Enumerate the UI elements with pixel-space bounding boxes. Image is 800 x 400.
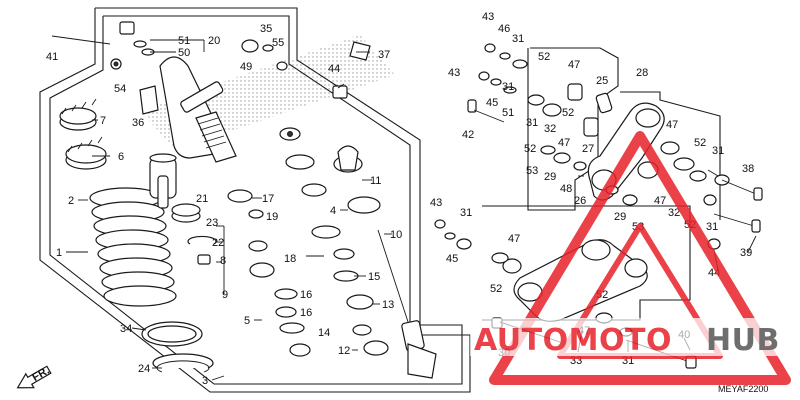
- callout-43c: 43: [430, 197, 442, 209]
- callout-29b: 29: [614, 211, 626, 223]
- callout-12: 12: [338, 345, 350, 357]
- callout-7: 7: [100, 115, 106, 127]
- callout-22: 22: [212, 237, 224, 249]
- bolt-8: [197, 254, 211, 265]
- cylinder-parts: [285, 145, 389, 356]
- callout-42: 42: [462, 129, 474, 141]
- callout-5: 5: [244, 315, 250, 327]
- linkage-small-hardware: [434, 43, 528, 250]
- callout-47a: 47: [568, 59, 580, 71]
- callout-47c: 47: [666, 119, 678, 131]
- callout-51: 51: [178, 35, 190, 47]
- direction-label: FR.: [30, 365, 51, 384]
- callout-23: 23: [206, 217, 218, 229]
- callout-35: 35: [260, 23, 272, 35]
- watermark-text-automoto: AUTOMOTO: [474, 323, 672, 358]
- callout-3: 3: [202, 375, 208, 387]
- watermark-text-hub: HUB: [706, 323, 780, 358]
- callout-54: 54: [114, 83, 126, 95]
- callout-43a: 43: [482, 11, 494, 23]
- callout-52b: 52: [562, 107, 574, 119]
- bushing-column: [527, 83, 613, 171]
- callout-44: 44: [328, 63, 340, 75]
- callout-48: 48: [560, 183, 572, 195]
- callout-6: 6: [118, 151, 124, 163]
- callout-26: 26: [574, 195, 586, 207]
- callout-47d: 47: [654, 195, 666, 207]
- callout-31e: 31: [706, 221, 718, 233]
- callout-9: 9: [222, 289, 228, 301]
- callout-16: 16: [300, 289, 312, 301]
- callout-14: 14: [318, 327, 330, 339]
- watermark-logo: AUTOMOTO HUB: [470, 131, 800, 385]
- clip-22: [187, 235, 217, 245]
- callout-11: 11: [370, 175, 381, 187]
- callout-52f: 52: [490, 283, 502, 295]
- spring-seat-6: [65, 136, 107, 170]
- spring-seat-7: [59, 98, 97, 131]
- callout-31a: 31: [512, 33, 524, 45]
- callout-10: 10: [390, 229, 402, 241]
- callout-18: 18: [284, 253, 296, 265]
- callout-52d: 52: [694, 137, 706, 149]
- callout-47e: 47: [508, 233, 520, 245]
- callout-8: 8: [220, 255, 226, 267]
- callout-53a: 53: [526, 165, 538, 177]
- shock-body: [110, 21, 371, 163]
- callout-49: 49: [240, 61, 252, 73]
- callout-24: 24: [138, 363, 150, 375]
- callout-37: 37: [378, 49, 390, 61]
- callout-17: 17: [262, 193, 274, 205]
- stopper-ring-34: [141, 321, 203, 347]
- callout-36: 36: [132, 117, 144, 129]
- valve-stack-18: [227, 189, 355, 357]
- retainer-24: [152, 353, 214, 373]
- callout-38: 38: [742, 163, 754, 175]
- callout-45b: 45: [446, 253, 458, 265]
- callout-2: 2: [68, 195, 74, 207]
- callout-32b: 32: [668, 207, 680, 219]
- callout-52c: 52: [524, 143, 536, 155]
- callout-45a: 45: [486, 97, 498, 109]
- callout-32a: 32: [544, 123, 556, 135]
- callout-46: 46: [498, 23, 510, 35]
- callout-20: 20: [208, 35, 220, 47]
- callout-31b: 31: [502, 81, 514, 93]
- callout-31f: 31: [460, 207, 472, 219]
- callout-16b: 16: [300, 307, 312, 319]
- callout-19: 19: [266, 211, 278, 223]
- coil-spring-2: [89, 187, 177, 307]
- callout-25: 25: [596, 75, 608, 87]
- seal-23: [171, 203, 201, 223]
- shock-assembly-frames: [39, 7, 471, 393]
- connecting-rod-33: [491, 239, 648, 337]
- callout-39: 39: [740, 247, 752, 259]
- callout-1: 1: [56, 247, 62, 259]
- front-direction-arrow: FR.: [16, 365, 52, 389]
- callout-27: 27: [582, 143, 594, 155]
- callout-51b: 51: [502, 107, 514, 119]
- callout-28: 28: [636, 67, 648, 79]
- callout-13: 13: [382, 299, 394, 311]
- callout-15: 15: [368, 271, 380, 283]
- callout-50: 50: [178, 47, 190, 59]
- callout-52a: 52: [538, 51, 550, 63]
- callout-43b: 43: [448, 67, 460, 79]
- callout-34: 34: [120, 323, 132, 335]
- callout-labels: 41 51 20 50 54 36 35 55 49 37 44 7 6 2 1…: [46, 11, 754, 387]
- callout-4: 4: [330, 205, 336, 217]
- callout-41: 41: [46, 51, 58, 63]
- diagram-code: MEYAF2200: [718, 384, 768, 394]
- callout-31c: 31: [526, 117, 538, 129]
- piston-rod-10: [377, 229, 437, 379]
- bump-rubber-21: [149, 153, 177, 209]
- callout-29a: 29: [544, 171, 556, 183]
- callout-55: 55: [272, 37, 284, 49]
- callout-31d: 31: [712, 145, 724, 157]
- callout-47b: 47: [558, 137, 570, 149]
- callout-21: 21: [196, 193, 208, 205]
